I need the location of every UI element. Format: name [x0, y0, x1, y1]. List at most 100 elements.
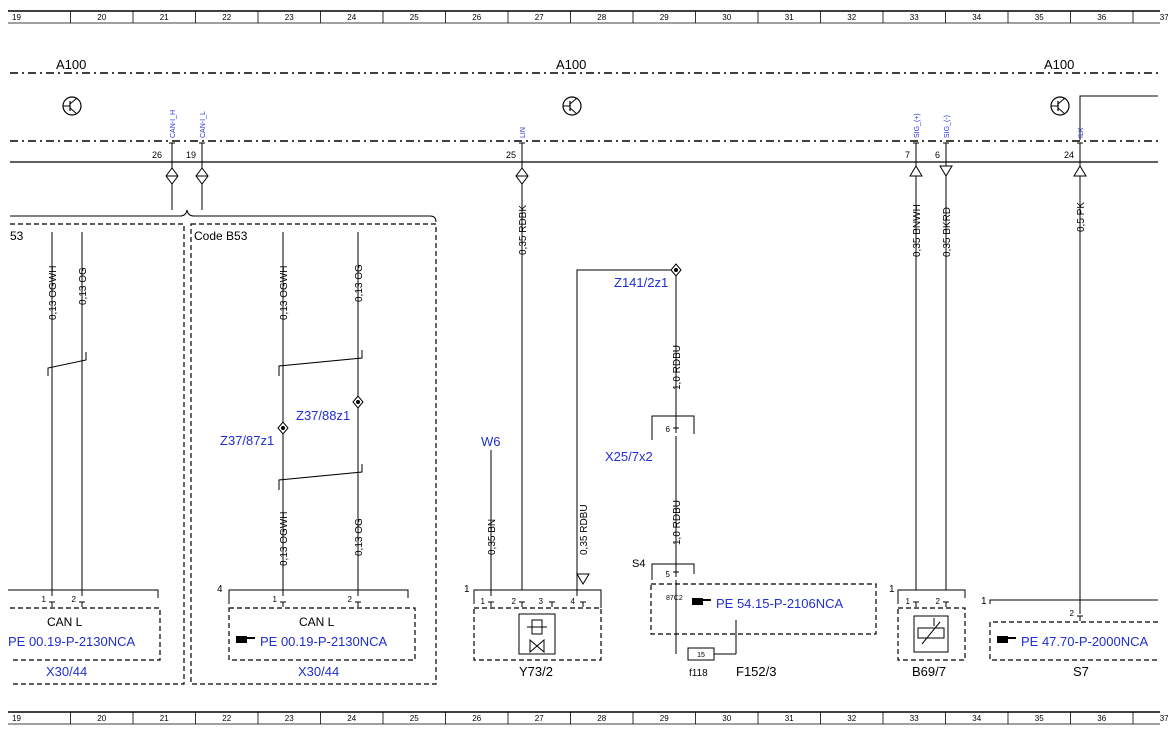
ruler-number-bottom: 36 — [1097, 714, 1106, 723]
left-pin-2: 2 — [72, 595, 77, 604]
module-label-a100-3: A100 — [1044, 57, 1074, 72]
b69-housing — [897, 607, 966, 661]
ruler-number-bottom: 29 — [660, 714, 669, 723]
b69-pin-1: 1 — [906, 597, 911, 606]
relay-pin-5: 5 — [666, 570, 671, 579]
left-code-label: 53 — [10, 229, 24, 243]
ruler-number-top: 21 — [160, 13, 169, 22]
s7-ref-link[interactable]: PE 47.70-P-2000NCA — [1021, 634, 1149, 649]
ruler-number-bottom: 24 — [347, 714, 356, 723]
ruler-number-top: 30 — [722, 13, 731, 22]
ruler-number-top: 29 — [660, 13, 669, 22]
ruler-number-bottom: 31 — [785, 714, 794, 723]
ruler-number-top: 20 — [97, 13, 106, 22]
pin-number-26: 26 — [152, 150, 162, 160]
ruler-number-top: 33 — [910, 13, 919, 22]
ruler-number-bottom: 30 — [722, 714, 731, 723]
fuse-value: 15 — [697, 652, 705, 659]
relay-contact: 87C2 — [666, 595, 683, 602]
ruler-number-bottom: 19 — [12, 714, 21, 723]
pin-signal-ilk: ILK — [1078, 127, 1085, 138]
pin-signal-can-h: CAN-I_H — [170, 110, 177, 138]
arrow-up-icon — [909, 165, 1087, 177]
ruler-number-top: 37 — [1160, 13, 1168, 22]
left-box-wires — [8, 232, 159, 598]
b69-pin-2: 2 — [936, 597, 941, 606]
x25-pin: 6 — [666, 425, 671, 434]
left-ref-link[interactable]: PE 00.19-P-2130NCA — [8, 634, 136, 649]
pin-signal-lin: LIN — [520, 127, 527, 138]
y73-connector-number: 1 — [464, 584, 470, 595]
ruler-number-bottom: 32 — [847, 714, 856, 723]
b69-connector-number: 1 — [889, 584, 895, 595]
mid-pin-1: 1 — [273, 595, 278, 604]
left-component-label[interactable]: X30/44 — [46, 664, 87, 679]
arrow-down-icon — [939, 165, 953, 177]
ruler-number-top: 24 — [347, 13, 356, 22]
y73-component-label[interactable]: Y73/2 — [519, 664, 553, 679]
s7-component-label[interactable]: S7 — [1073, 664, 1089, 679]
pin-signal-sig-minus: SIG_(-) — [944, 115, 951, 138]
wire-label-pk: 0,5 PK — [1076, 202, 1087, 232]
ruler-number-top: 34 — [972, 13, 981, 22]
ruler-number-top: 26 — [472, 13, 481, 22]
left-wire-ogwh: 0,13 OGWH — [48, 266, 59, 320]
relay-s4: S4 — [632, 558, 645, 570]
ruler-number-bottom: 26 — [472, 714, 481, 723]
ruler-number-top: 23 — [285, 13, 294, 22]
splice-z37-88z1[interactable]: Z37/88z1 — [296, 408, 350, 423]
ruler-bottom — [8, 711, 1160, 725]
splice-z37-87z1[interactable]: Z37/87z1 — [220, 433, 274, 448]
s7-connector-number: 1 — [981, 596, 987, 607]
mid-box-wires — [228, 232, 409, 604]
pointing-hand-icon — [236, 636, 255, 643]
mid-code-label: Code B53 — [194, 229, 248, 243]
ground-w6[interactable]: W6 — [481, 434, 501, 449]
solenoid-valve-icon — [518, 613, 556, 655]
ruler-number-bottom: 23 — [285, 714, 294, 723]
fuse-chain-wires — [651, 276, 737, 655]
pin-number-7: 7 — [905, 150, 910, 160]
fuse-wire-top: 1,0 RDBU — [672, 345, 683, 390]
y73-rdbu-wire: 0,35 RDBU — [579, 504, 590, 555]
ruler-top — [8, 10, 1160, 24]
pin-number-24: 24 — [1064, 150, 1074, 160]
mid-ref-link[interactable]: PE 00.19-P-2130NCA — [260, 634, 388, 649]
fuse-label: f118 — [689, 668, 708, 679]
ruler-number-bottom: 21 — [160, 714, 169, 723]
wire-label-bnwh: 0,35 BNWH — [912, 204, 923, 257]
b69-component-label[interactable]: B69/7 — [912, 664, 946, 679]
ruler-number-bottom: 27 — [535, 714, 544, 723]
arrow-down-icon — [576, 573, 590, 585]
left-pin-1: 1 — [42, 595, 47, 604]
fuse-ref-link[interactable]: PE 54.15-P-2106NCA — [716, 596, 844, 611]
y73-wires — [473, 269, 676, 608]
pin-signal-can-l: CAN-I_L — [200, 111, 207, 138]
s7-pin: 2 — [1070, 609, 1075, 618]
a100-boundary — [10, 72, 1158, 163]
ruler-number-top: 35 — [1035, 13, 1044, 22]
left-connector-label: CAN L — [47, 615, 83, 629]
pin-number-6: 6 — [935, 150, 940, 160]
ruler-number-top: 22 — [222, 13, 231, 22]
mid-component-label[interactable]: X30/44 — [298, 664, 339, 679]
module-pin-stubs — [168, 142, 1084, 149]
transistor-icon — [1050, 96, 1070, 116]
wire-label-bkrd: 0,35 BKRD — [942, 207, 953, 257]
pin-wires — [171, 148, 1081, 614]
s7-frame — [989, 599, 1158, 604]
ruler-number-top: 32 — [847, 13, 856, 22]
pointing-hand-icon — [997, 636, 1016, 643]
temperature-sensor-icon — [913, 615, 949, 653]
mid-connector-label: CAN L — [299, 615, 335, 629]
connector-x25-7x2[interactable]: X25/7x2 — [605, 449, 653, 464]
left-variant-box — [10, 223, 185, 685]
wire-label-rdbk: 0,35 RDBK — [518, 205, 529, 255]
fuse-box-housing — [650, 583, 877, 635]
transistor-icon — [62, 96, 82, 116]
fuse-box-label[interactable]: F152/3 — [736, 664, 776, 679]
ruler-number-bottom: 33 — [910, 714, 919, 723]
ruler-number-bottom: 34 — [972, 714, 981, 723]
splice-z141-2z1[interactable]: Z141/2z1 — [614, 275, 668, 290]
pin-number-19: 19 — [186, 150, 196, 160]
